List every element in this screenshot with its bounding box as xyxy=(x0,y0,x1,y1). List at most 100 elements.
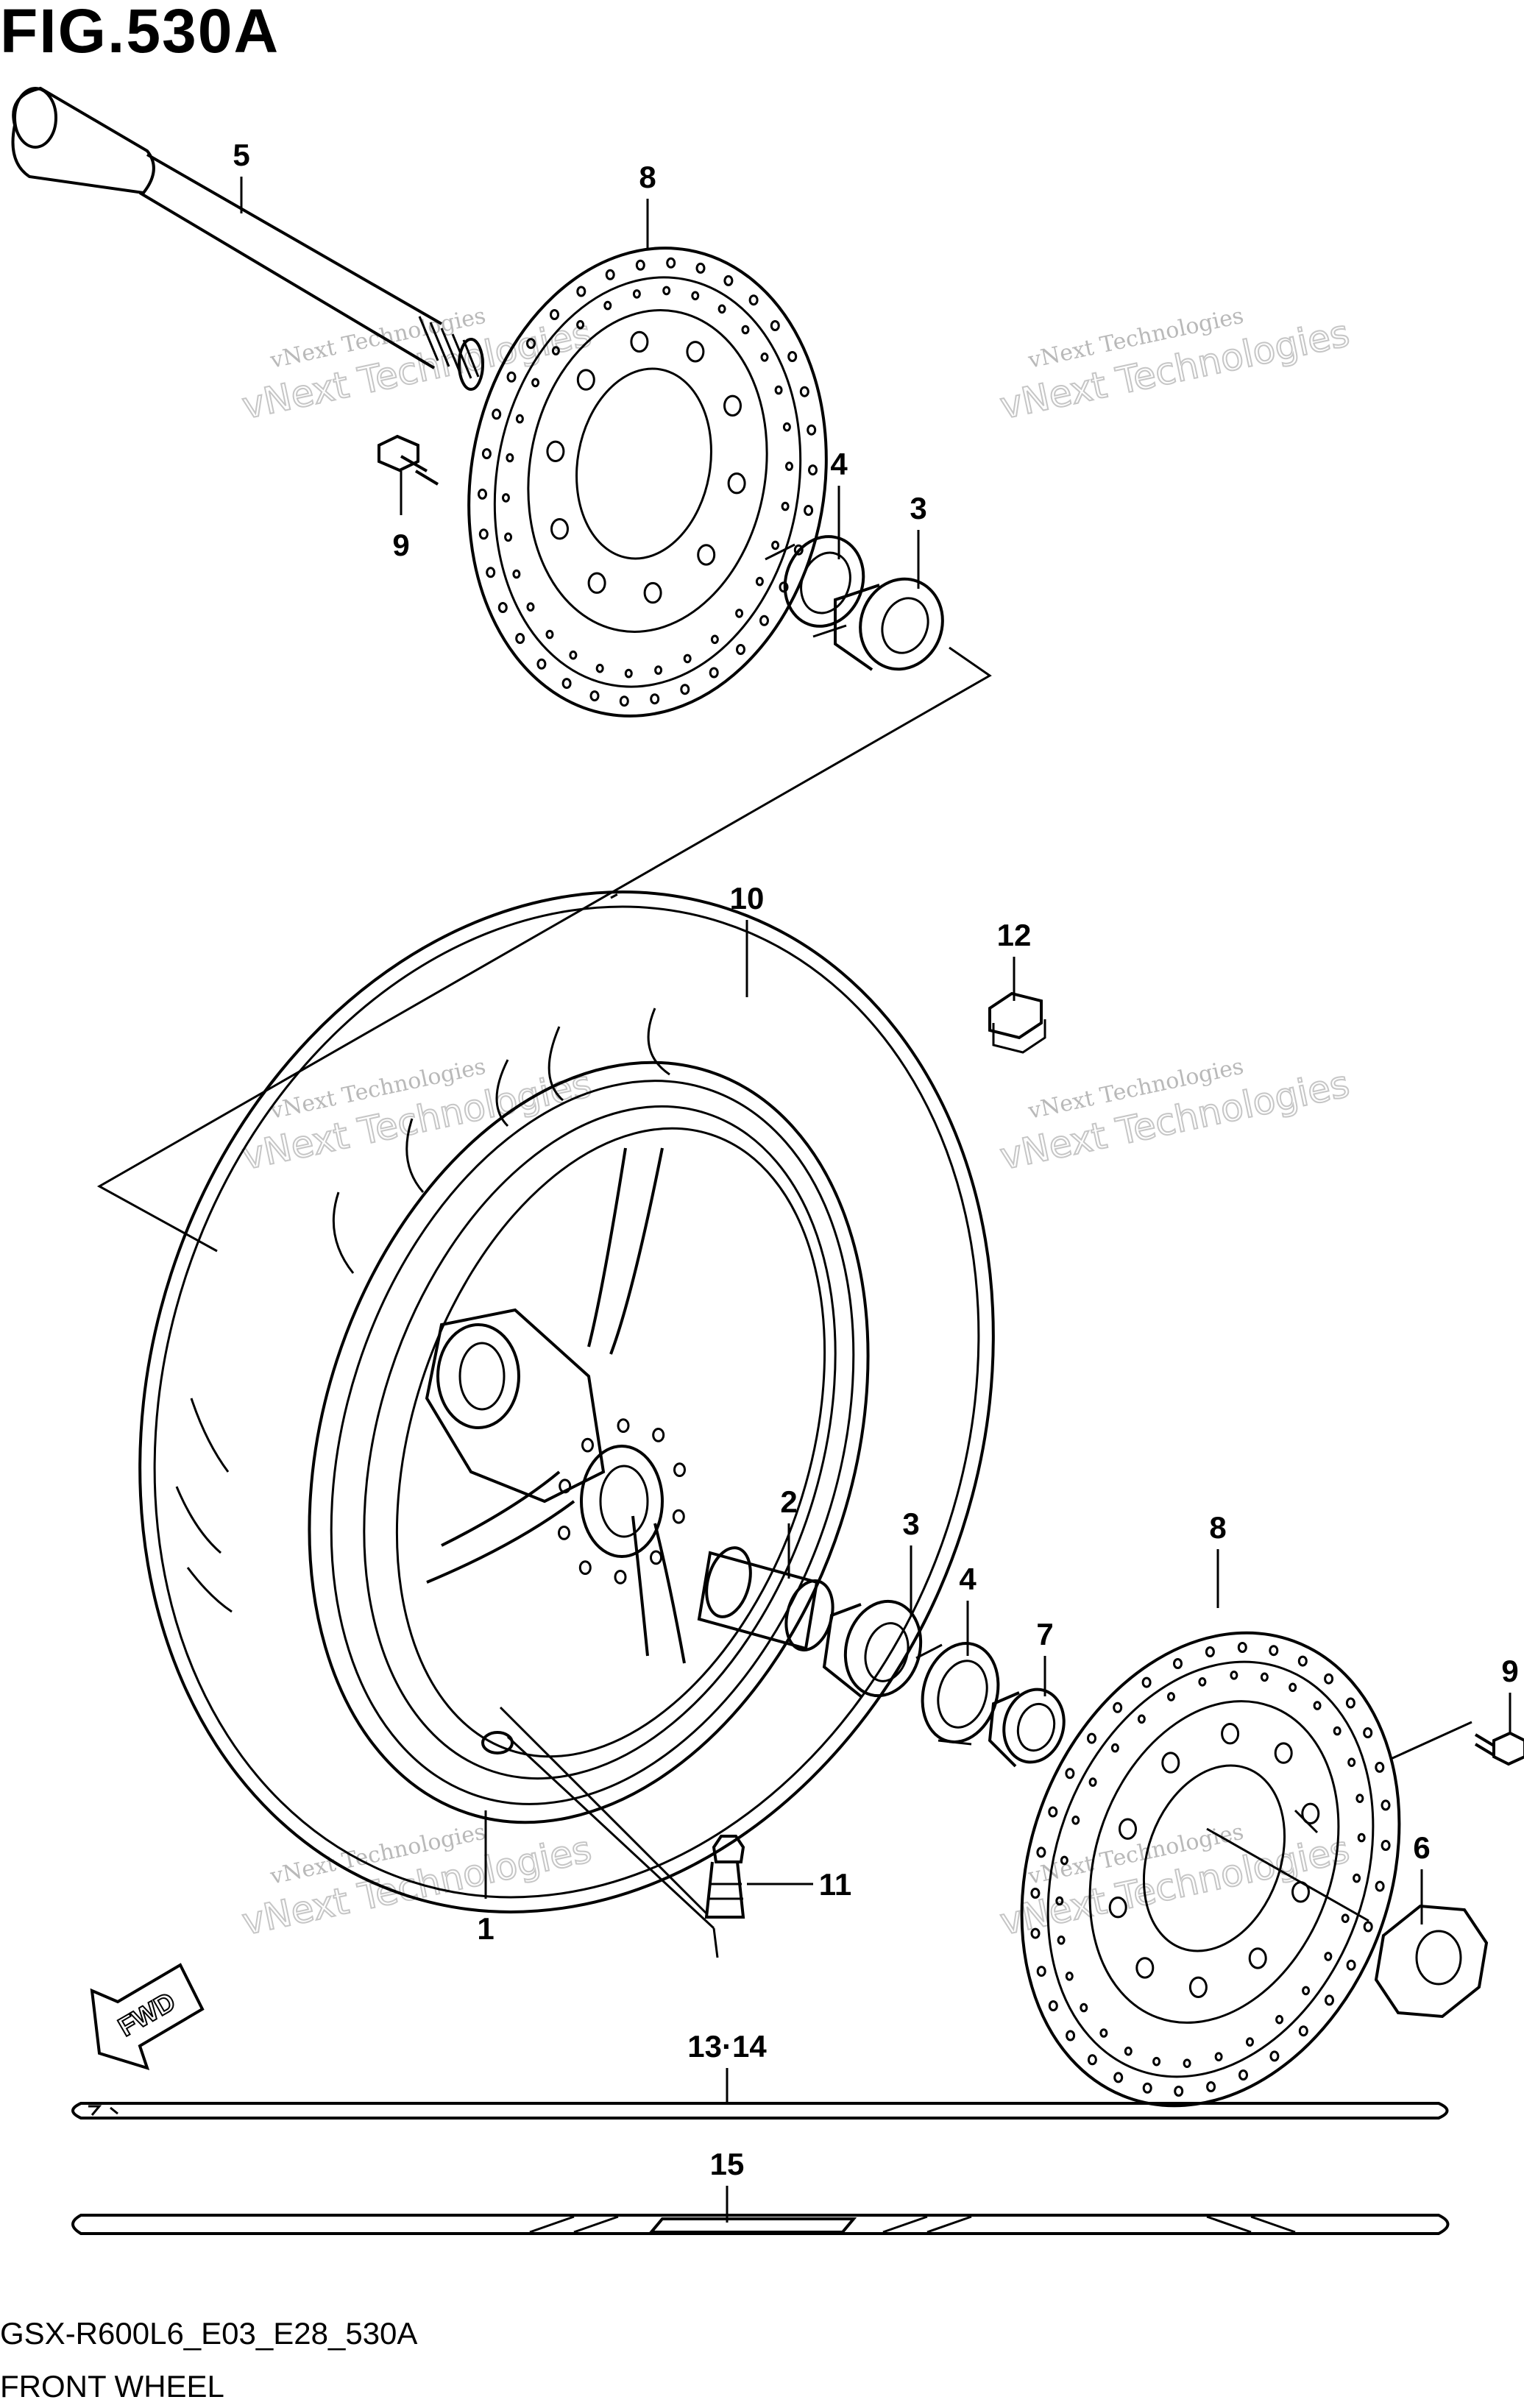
disc-hole xyxy=(760,353,769,362)
fwd-label: FWD xyxy=(113,1986,180,2042)
disc-hole xyxy=(526,338,536,350)
hub-bolt xyxy=(558,1526,570,1540)
disc-hole xyxy=(650,693,660,705)
figure-caption: FRONT WHEEL xyxy=(0,2369,224,2404)
disc-hole xyxy=(478,528,489,540)
disc-hole xyxy=(1205,1646,1215,1657)
disc-hole xyxy=(1363,1921,1373,1933)
disc-hole xyxy=(515,414,524,424)
disc-hole xyxy=(595,663,604,673)
callout-1: 1 xyxy=(477,1911,494,1946)
callout-10: 10 xyxy=(730,881,765,916)
disc-hole xyxy=(1183,2058,1191,2068)
disc-hole xyxy=(1113,2072,1124,2083)
callout-6: 6 xyxy=(1413,1830,1430,1865)
carrier-bolt xyxy=(1188,1976,1208,1999)
disc-hole xyxy=(1269,1645,1279,1657)
disc-hole xyxy=(808,464,818,476)
model-code: GSX-R600L6_E03_E28_530A xyxy=(0,2316,418,2351)
carrier-bolt xyxy=(1108,1897,1127,1919)
disc-hole xyxy=(1036,1846,1046,1858)
valve-part-11 xyxy=(704,1835,745,1919)
disc-hole xyxy=(1065,1972,1074,1981)
disc-hole xyxy=(1238,2069,1248,2081)
balance-weight-part-12 xyxy=(988,991,1046,1054)
disc-hole xyxy=(662,286,671,296)
disc-hole xyxy=(748,294,759,306)
disc-hole xyxy=(1048,1806,1058,1818)
disc-hole xyxy=(799,386,809,397)
callout-3: 3 xyxy=(910,491,926,525)
disc-hole xyxy=(515,633,525,644)
hub-bolt xyxy=(672,1509,685,1524)
disc-hole xyxy=(569,650,578,660)
hub-bolt xyxy=(650,1550,662,1565)
disc-hole xyxy=(545,629,554,640)
disc-hole xyxy=(1206,2081,1216,2092)
disc-hole xyxy=(605,269,615,280)
disc-hole xyxy=(666,257,676,269)
disc-hole xyxy=(526,602,535,612)
disc-hole xyxy=(1355,1793,1364,1803)
disc-hole xyxy=(1346,1959,1356,1971)
disc-hole xyxy=(1137,1714,1146,1724)
carrier-bolt xyxy=(1135,1957,1155,1979)
axle-part-5 xyxy=(11,86,484,391)
disc-hole xyxy=(550,309,559,320)
disc-hole xyxy=(1060,1855,1068,1866)
disc-hole xyxy=(1260,1672,1269,1682)
disc-hole xyxy=(691,291,700,301)
callout-11: 11 xyxy=(819,1867,851,1902)
disc-hole xyxy=(793,544,804,556)
disc-hole xyxy=(770,320,780,331)
hub-bolt xyxy=(652,1428,665,1442)
callout-4: 4 xyxy=(830,447,848,481)
disc-carrier-bolts xyxy=(1108,1723,1320,1999)
disc-hole xyxy=(481,448,492,459)
disc-hole xyxy=(785,461,793,471)
disc-hole xyxy=(1048,2000,1058,2011)
disc-hole xyxy=(1345,1697,1355,1709)
hub-bolt xyxy=(617,1418,630,1433)
callout-12: 12 xyxy=(997,918,1032,952)
disc-hole xyxy=(717,304,726,314)
carrier-bolt xyxy=(1248,1947,1267,1969)
disc-hole xyxy=(1246,2037,1254,2047)
callout-labels: 5 8 9 4 3 10 12 2 3 4 7 8 9 6 11 1 13·14… xyxy=(233,138,1518,2181)
disc-hole xyxy=(576,319,585,330)
disc-hole xyxy=(1297,1655,1308,1667)
callout-4: 4 xyxy=(959,1562,977,1596)
disc-hole xyxy=(1030,1927,1041,1939)
disc-hole xyxy=(736,644,745,655)
disc-hole xyxy=(1141,1676,1152,1688)
bolt-part-9-lower xyxy=(1474,1731,1524,1766)
disc-hole xyxy=(1313,1701,1322,1710)
callout-9: 9 xyxy=(392,528,409,562)
callout-13-14: 13·14 xyxy=(687,2029,767,2064)
rim-stripe-part-15 xyxy=(71,2214,1450,2235)
rim-tape-part-13-14 xyxy=(71,2102,1449,2120)
disc-hole xyxy=(1113,1701,1123,1713)
disc-hole xyxy=(1341,1913,1350,1923)
disc-hole xyxy=(1324,1952,1333,1961)
assembly-bracket xyxy=(96,646,992,1253)
disc-hole xyxy=(576,286,586,297)
callout-8: 8 xyxy=(1209,1510,1226,1545)
nut-part-6 xyxy=(1374,1904,1489,2019)
disc-hole xyxy=(1353,1873,1361,1883)
disc-hole xyxy=(735,609,744,618)
carrier-bolt xyxy=(1119,1818,1137,1840)
disc-hole xyxy=(1363,1727,1373,1738)
disc-hole xyxy=(561,678,572,690)
disc-hole xyxy=(1269,2050,1280,2062)
disc-hole xyxy=(807,424,817,436)
disc-hole xyxy=(1142,2082,1152,2094)
spacer-part-2 xyxy=(697,1546,834,1652)
disc-hole xyxy=(1381,1799,1391,1811)
carrier-bolt xyxy=(546,440,565,462)
disc-hole xyxy=(1230,1671,1238,1680)
disc-hole xyxy=(502,493,510,503)
leader-lines xyxy=(240,177,1511,2223)
brake-disc-part-8-lower xyxy=(1020,1631,1401,2108)
